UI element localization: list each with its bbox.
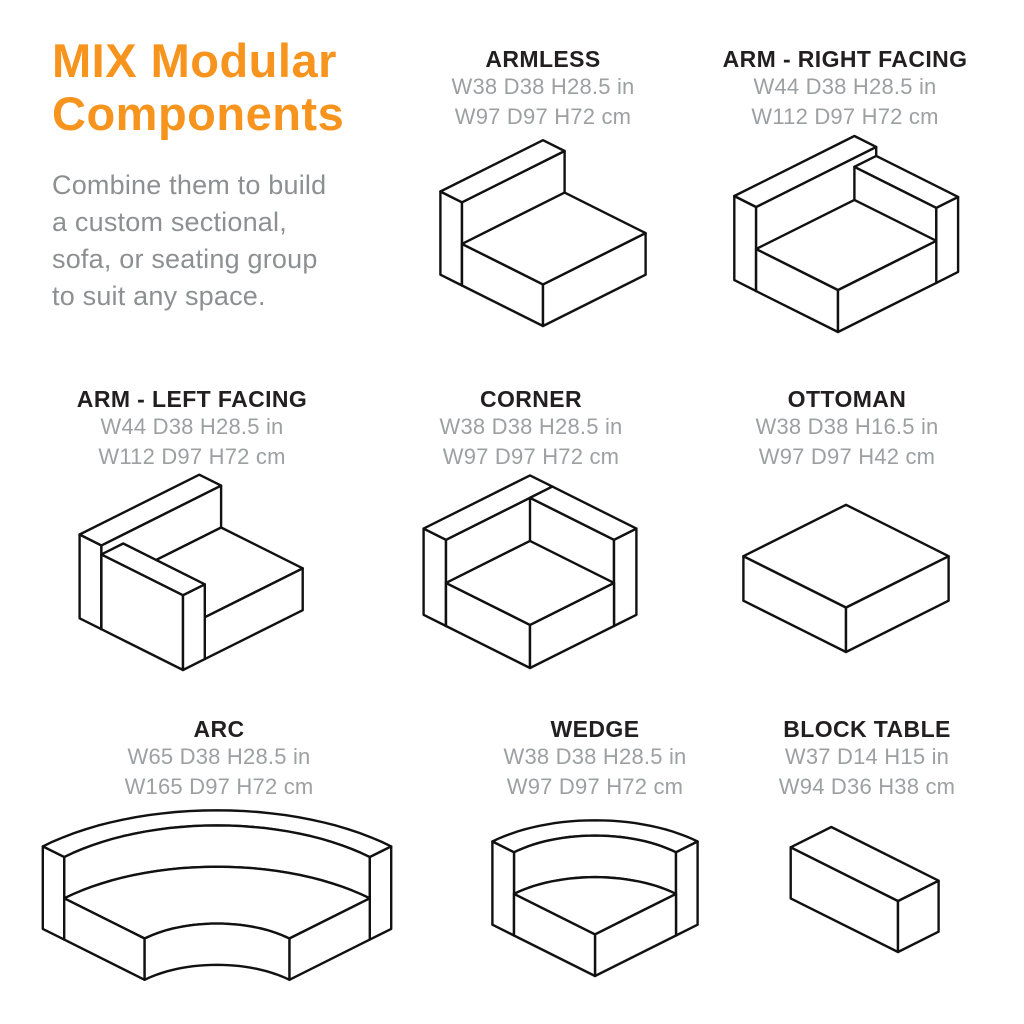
component-dims-in: W44 D38 H28.5 in: [100, 414, 284, 439]
component-name: WEDGE: [550, 716, 640, 742]
component-dims-cm: W112 D97 H72 cm: [98, 444, 286, 469]
component-name: ARMLESS: [485, 46, 601, 72]
page-title: MIX Modular Components: [52, 34, 344, 140]
component-dims-in: W38 D38 H28.5 in: [439, 414, 623, 439]
component-wedge: WEDGE W38 D38 H28.5 in W97 D97 H72 cm: [504, 716, 687, 802]
component-name: CORNER: [479, 386, 583, 412]
component-dims-in: W38 D38 H16.5 in: [755, 414, 939, 439]
component-name: ARC: [193, 716, 245, 742]
subtitle-line: a custom sectional,: [52, 207, 287, 237]
component-name: BLOCK TABLE: [783, 716, 951, 742]
corner-drawing: [422, 474, 638, 670]
component-dims-cm: W97 D97 H72 cm: [454, 104, 632, 129]
component-dims-cm: W165 D97 H72 cm: [124, 774, 314, 799]
component-block-table: BLOCK TABLE W37 D14 H15 in W94 D36 H38 c…: [779, 716, 955, 802]
component-arm-left-facing: ARM - LEFT FACING W44 D38 H28.5 in W112 …: [77, 386, 307, 472]
component-arc: ARC W65 D38 H28.5 in W165 D97 H72 cm: [125, 716, 314, 802]
subtitle-line: to suit any space.: [52, 281, 266, 311]
component-dims-in: W38 D38 H28.5 in: [503, 744, 687, 769]
component-dims-cm: W112 D97 H72 cm: [751, 104, 939, 129]
component-name: ARM - RIGHT FACING: [722, 46, 968, 72]
ottoman-drawing: [742, 503, 950, 654]
component-dims-cm: W94 D36 H38 cm: [778, 774, 956, 799]
component-dims-cm: W97 D97 H42 cm: [758, 444, 936, 469]
arm-left-facing-drawing: [78, 473, 304, 672]
component-dims-in: W37 D14 H15 in: [784, 744, 950, 769]
block-table-drawing: [789, 825, 940, 954]
component-dims-in: W65 D38 H28.5 in: [127, 744, 311, 769]
arm-right-facing-drawing: [733, 134, 960, 334]
component-dims-cm: W97 D97 H72 cm: [442, 444, 620, 469]
wedge-drawing: [491, 819, 699, 978]
component-dims-cm: W97 D97 H72 cm: [506, 774, 684, 799]
component-dims-in: W44 D38 H28.5 in: [753, 74, 937, 99]
page-title-line1: MIX Modular: [52, 34, 337, 87]
arc-drawing: [41, 809, 393, 981]
component-name: ARM - LEFT FACING: [76, 386, 308, 412]
component-armless: ARMLESS W38 D38 H28.5 in W97 D97 H72 cm: [452, 46, 635, 132]
component-dims-in: W38 D38 H28.5 in: [451, 74, 635, 99]
component-arm-right-facing: ARM - RIGHT FACING W44 D38 H28.5 in W112…: [723, 46, 968, 132]
component-ottoman: OTTOMAN W38 D38 H16.5 in W97 D97 H42 cm: [756, 386, 939, 472]
page-title-line2: Components: [52, 87, 345, 140]
armless-drawing: [439, 138, 647, 328]
subtitle-line: sofa, or seating group: [52, 244, 318, 274]
page-subtitle: Combine them to build a custom sectional…: [52, 167, 326, 315]
subtitle-line: Combine them to build: [52, 170, 327, 200]
component-corner: CORNER W38 D38 H28.5 in W97 D97 H72 cm: [440, 386, 623, 472]
component-name: OTTOMAN: [787, 386, 907, 412]
